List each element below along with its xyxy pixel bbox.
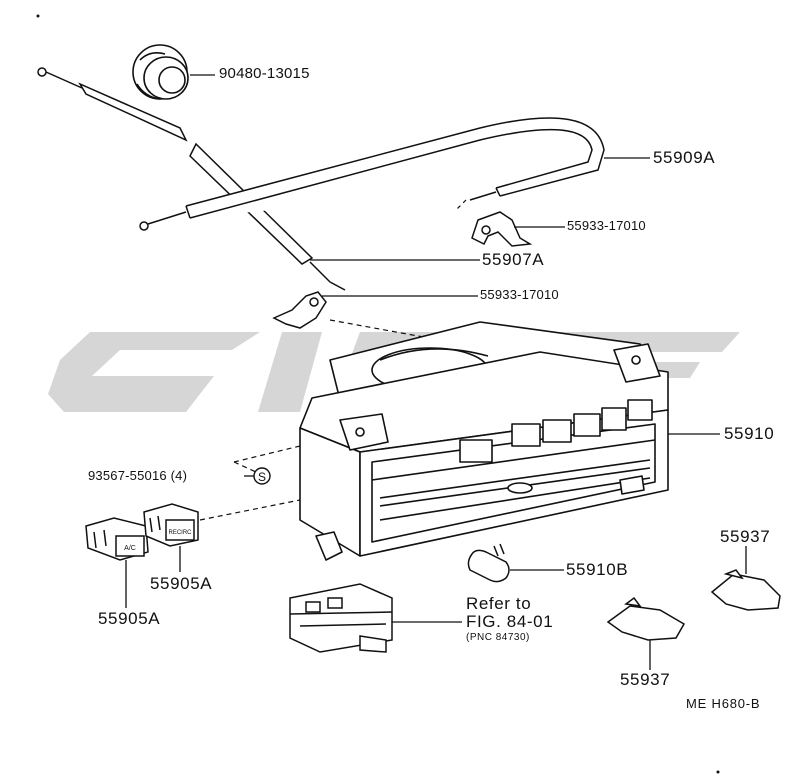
clamp-lower bbox=[272, 291, 327, 329]
label-55909a: 55909A bbox=[653, 148, 716, 167]
reference-line2: FIG. 84-01 bbox=[466, 612, 554, 631]
dash-clamp-upper bbox=[455, 199, 467, 211]
cable-55909a bbox=[139, 117, 605, 231]
label-knob-bottom: 55937 bbox=[620, 670, 671, 689]
bulb-part bbox=[467, 543, 510, 583]
switch-right bbox=[143, 503, 199, 547]
connector-part bbox=[289, 583, 393, 653]
label-clamp-upper: 55933-17010 bbox=[567, 218, 646, 233]
figure-code: ME H680-B bbox=[686, 696, 761, 711]
lever-knob-bottom bbox=[606, 596, 686, 641]
label-switch-left: 55905A bbox=[98, 609, 161, 628]
clamp-upper bbox=[471, 211, 533, 247]
label-clamp-lower: 55933-17010 bbox=[480, 287, 559, 302]
speck bbox=[36, 14, 40, 18]
label-screw: 93567-55016 (4) bbox=[88, 468, 188, 483]
screw-symbol-letter: S bbox=[258, 470, 266, 484]
label-switch-right: 55905A bbox=[150, 574, 213, 593]
switch-left bbox=[85, 517, 149, 561]
dash-screw-1 bbox=[233, 445, 301, 463]
label-knob-right: 55937 bbox=[720, 527, 771, 546]
speck bbox=[716, 770, 720, 774]
dash-switch bbox=[199, 499, 301, 521]
reference-line3: (PNC 84730) bbox=[466, 632, 530, 643]
control-assembly bbox=[299, 321, 669, 561]
switch-left-text: A/C bbox=[124, 545, 136, 552]
reference-line1: Refer to bbox=[466, 594, 532, 613]
label-bulb: 55910B bbox=[566, 560, 629, 579]
grommet-part bbox=[132, 44, 189, 100]
label-55907a: 55907A bbox=[482, 250, 545, 269]
dash-screw-2 bbox=[233, 461, 257, 473]
lever-knob-right bbox=[710, 569, 781, 611]
switch-right-text: RECIRC bbox=[168, 530, 192, 536]
label-55910: 55910 bbox=[724, 424, 775, 443]
label-grommet: 90480-13015 bbox=[219, 65, 310, 82]
